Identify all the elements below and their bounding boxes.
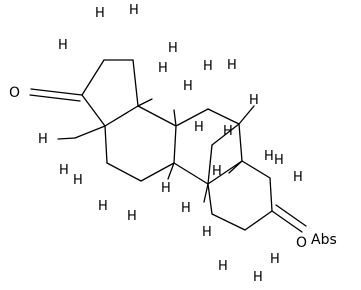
bond [106, 162, 142, 182]
abs-label: Abs [311, 232, 337, 248]
bond [173, 109, 177, 127]
bond [238, 105, 255, 125]
bond [269, 177, 273, 212]
bond [207, 144, 213, 185]
hydrogen-label: H [293, 170, 303, 185]
hydrogen-label: H [59, 163, 69, 178]
hydrogen-label: H [98, 199, 108, 214]
bond [81, 59, 105, 96]
bond [175, 108, 209, 127]
hydrogen-label: H [249, 93, 259, 108]
bond [207, 183, 213, 215]
bond [132, 59, 139, 107]
bond [137, 98, 153, 107]
hydrogen-label: H [127, 209, 137, 224]
bond [104, 105, 139, 127]
hydrogen-label: H [274, 153, 284, 168]
hydrogen-label: H [95, 6, 105, 21]
hydrogen-label: H [212, 164, 222, 179]
hydrogen-label: H [161, 181, 171, 196]
bond [81, 94, 106, 127]
hydrogen-label: H [264, 149, 274, 164]
hydrogen-label: H [181, 201, 191, 216]
hydrogen-label: H [168, 41, 178, 56]
hydrogen-label: H [227, 58, 237, 73]
bond [238, 123, 243, 162]
bond [104, 125, 108, 164]
hydrogen-label: H [183, 79, 193, 94]
hydrogen-label: H [38, 132, 48, 147]
hydrogen-label: H [158, 61, 168, 76]
bond [211, 213, 246, 231]
bond [173, 125, 177, 164]
double-bond [30, 88, 83, 96]
oxygen-atom-left: O [9, 85, 20, 101]
hydrogen-label: H [270, 252, 280, 267]
bond [244, 210, 273, 231]
oxygen-atom-right: O [296, 235, 307, 251]
hydrogen-label: H [129, 3, 139, 18]
hydrogen-label: H [223, 124, 233, 139]
hydrogen-label: H [202, 225, 212, 240]
bond [137, 105, 177, 127]
double-bond [271, 210, 303, 233]
hydrogen-label: H [203, 59, 213, 74]
bond [211, 123, 240, 146]
methyl-bond [74, 125, 106, 139]
bond [57, 137, 76, 140]
bond [173, 162, 209, 185]
double-bond [29, 94, 81, 102]
bond [203, 183, 209, 203]
double-bond [275, 204, 307, 227]
hydrogen-label: H [58, 38, 68, 53]
bond [140, 162, 175, 182]
bond [228, 160, 243, 174]
bond [207, 108, 240, 125]
hydrogen-label: H [194, 120, 204, 135]
bond [241, 160, 271, 179]
bond [167, 162, 175, 180]
hydrogen-label: H [218, 259, 228, 274]
bond [207, 160, 243, 185]
hydrogen-label: H [73, 173, 83, 188]
hydrogen-labels: H H H H H H H H H H H H H H H H H H H H … [38, 3, 303, 285]
hydrogen-label: H [253, 270, 263, 285]
